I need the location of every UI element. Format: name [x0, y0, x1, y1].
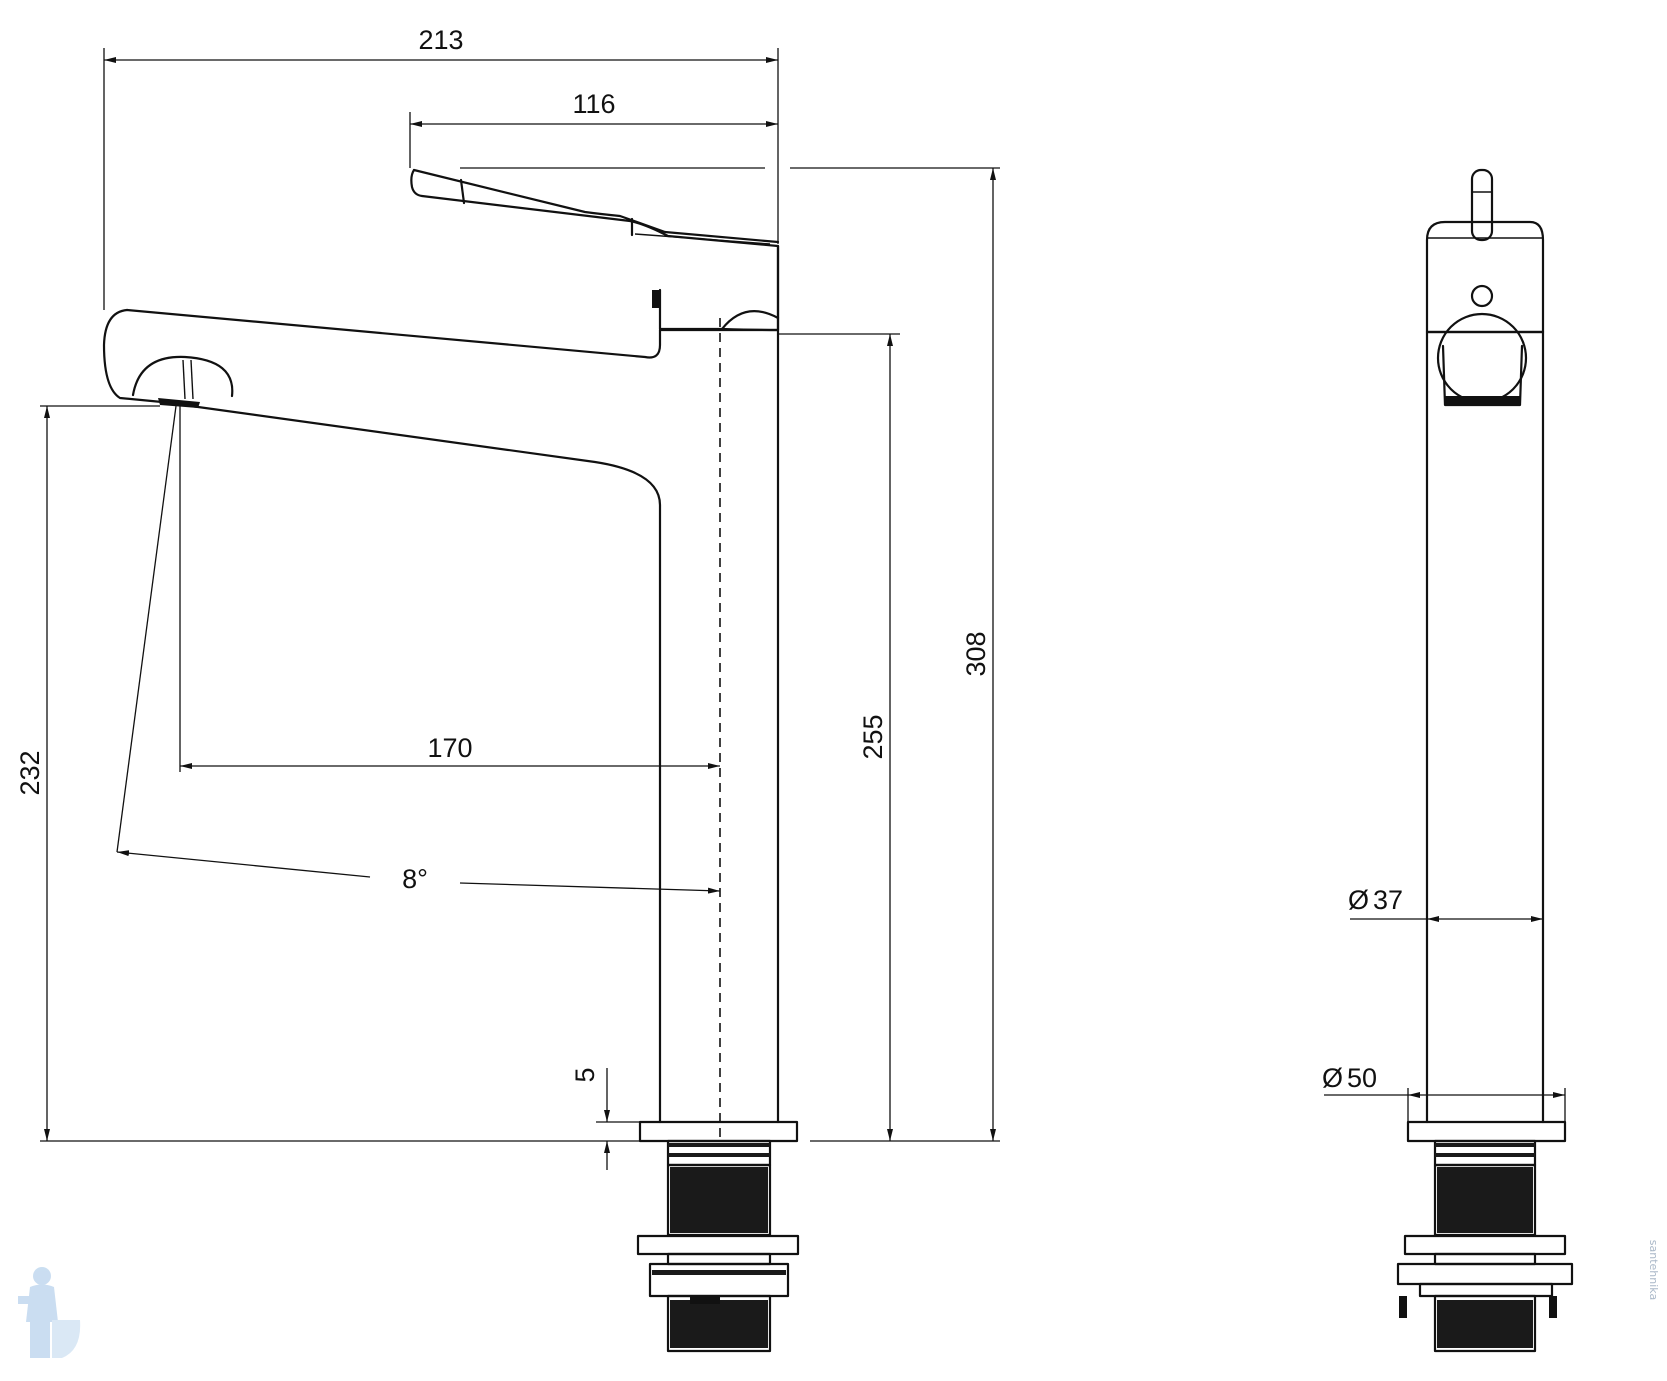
- aerator-opening: [131, 355, 234, 398]
- lever-handle: [410, 168, 780, 332]
- handle-notch: [652, 290, 659, 308]
- dim-overall-length: 213: [418, 25, 463, 55]
- watermark-text: santehnika: [1647, 1240, 1660, 1300]
- dim-total-height: 308: [961, 631, 991, 676]
- side-base-plate: [1406, 1120, 1567, 1143]
- base-plate: [638, 1120, 799, 1143]
- dim-handle-reach: 116: [572, 89, 615, 119]
- dim-base-thickness: 5: [570, 1067, 600, 1082]
- lever-knob: [1470, 168, 1494, 242]
- dim-spout-projection: 170: [427, 733, 472, 763]
- side-threaded-fitting: [1396, 1139, 1574, 1353]
- spout-outline: [102, 308, 662, 1124]
- dim-spout-clearance: 232: [15, 750, 45, 795]
- watermark-logo: [18, 1267, 81, 1358]
- spout-end: [1436, 312, 1528, 404]
- dim-body-height: 255: [858, 714, 888, 759]
- threaded-fitting: [636, 1139, 800, 1353]
- cartridge-head: [1425, 220, 1545, 334]
- spout-top-edge: [125, 308, 662, 359]
- dim-swivel-angle: 8°: [402, 864, 428, 894]
- aerator-tip: [158, 398, 200, 408]
- front-view: 213 116 308 255 232 170 8° 5: [15, 25, 1000, 1353]
